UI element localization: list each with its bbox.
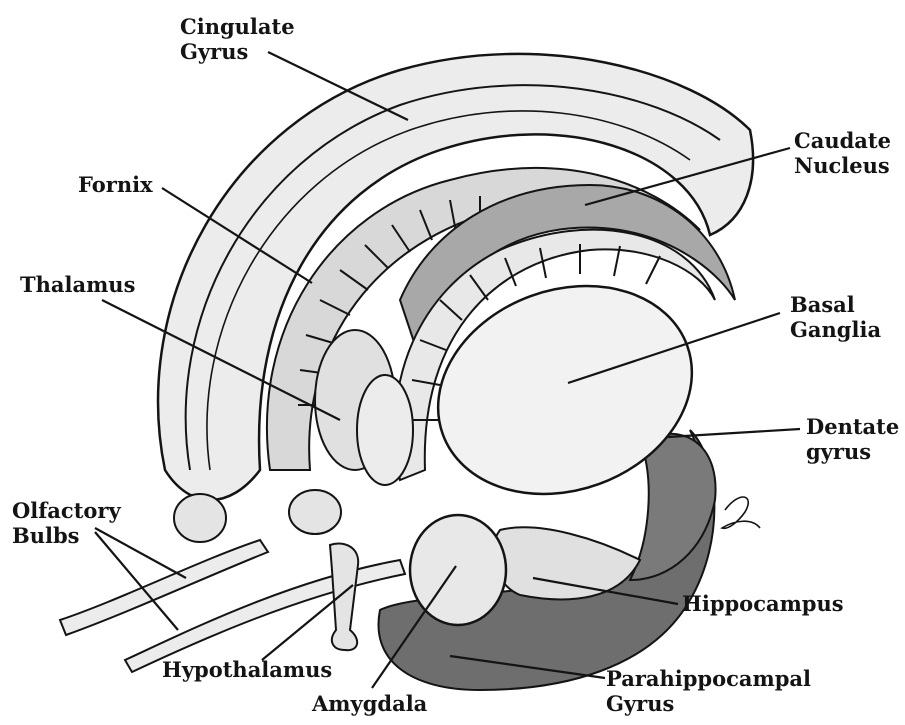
label-amygdala: Amygdala <box>312 691 427 716</box>
olfactory-bulb-left <box>174 494 226 542</box>
leader-dentate-gyrus <box>668 429 800 437</box>
label-olfactory-bulbs: Olfactory Bulbs <box>12 498 121 548</box>
olfactory-bulb-right <box>289 490 341 534</box>
amygdala-shape <box>410 515 506 625</box>
thalamus-shape-2 <box>357 375 413 485</box>
label-basal-ganglia: Basal Ganglia <box>790 292 881 342</box>
label-thalamus: Thalamus <box>20 272 135 297</box>
label-caudate-nucleus: Caudate Nucleus <box>794 128 891 178</box>
label-parahippocampal-gyrus: Parahippocampal Gyrus <box>606 666 811 716</box>
artist-signature <box>722 497 760 528</box>
label-fornix: Fornix <box>78 172 153 197</box>
label-hippocampus: Hippocampus <box>682 591 844 616</box>
label-dentate-gyrus: Dentate gyrus <box>806 414 899 464</box>
label-cingulate-gyrus: Cingulate Gyrus <box>180 14 295 64</box>
hypothalamus-shape <box>330 544 358 651</box>
label-hypothalamus: Hypothalamus <box>162 657 332 682</box>
